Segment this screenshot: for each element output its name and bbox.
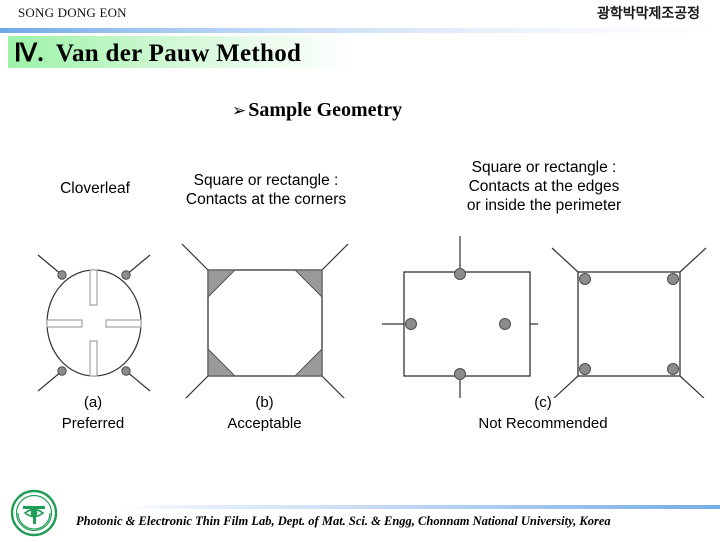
- title-highlight-band: [8, 36, 354, 68]
- square-inside-corner-contacts-figure: [551, 247, 707, 398]
- title-label: Van der Pauw Method: [55, 40, 302, 67]
- sample-geometry-figures: [0, 228, 720, 398]
- figure-label-c: (c) Not Recommended: [478, 394, 608, 432]
- arrow-bullet-icon: ➢: [232, 101, 247, 121]
- header-divider-bar: [0, 28, 720, 33]
- square-edge-contacts-figure: [382, 236, 538, 398]
- figure-label-a: (a) Preferred: [61, 394, 125, 432]
- slide-header: SONG DONG EON 광학박막제조공정: [0, 0, 720, 30]
- header-author-name: SONG DONG EON: [18, 5, 127, 20]
- square-corner-contacts-figure: [181, 243, 349, 398]
- caption-edge-contacts: Square or rectangle : Contacts at the ed…: [466, 159, 622, 214]
- university-logo-icon: [10, 489, 58, 537]
- header-course-title: 광학박막제조공정: [596, 6, 700, 22]
- subheading: ➢Sample Geometry: [232, 99, 402, 122]
- title-section-numeral: Ⅳ.: [14, 40, 44, 67]
- footer-divider-bar: [120, 505, 720, 509]
- subheading-label: Sample Geometry: [248, 99, 403, 121]
- page-title: Ⅳ. Van der Pauw Method: [14, 38, 301, 68]
- cloverleaf-figure: [37, 254, 151, 392]
- figure-label-b: (b) Acceptable: [227, 394, 302, 432]
- footer-lab-credit: Photonic & Electronic Thin Film Lab, Dep…: [76, 514, 611, 528]
- caption-corner-contacts: Square or rectangle : Contacts at the co…: [185, 172, 347, 208]
- caption-cloverleaf: Cloverleaf: [60, 180, 130, 197]
